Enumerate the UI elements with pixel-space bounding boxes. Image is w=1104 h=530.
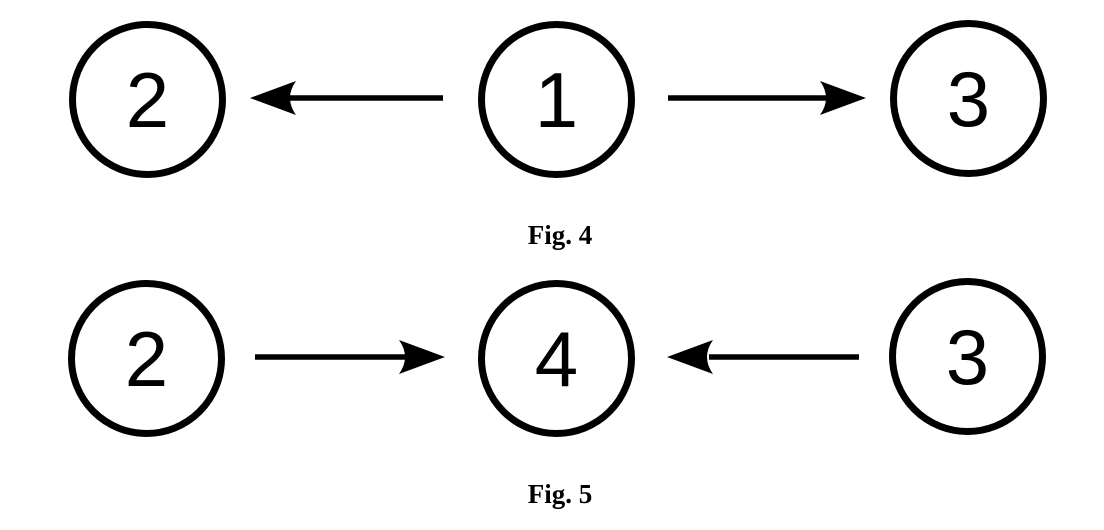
arrow-3-to-4 bbox=[667, 340, 859, 374]
fig4-node-1-label: 1 bbox=[534, 55, 579, 144]
arrow-1-to-2 bbox=[250, 81, 443, 115]
fig5-node-3: 3 bbox=[889, 278, 1046, 435]
fig5-node-2: 2 bbox=[68, 280, 225, 437]
arrow-1-to-3 bbox=[668, 81, 866, 115]
fig5-node-3-label: 3 bbox=[945, 312, 990, 401]
fig5-node-2-label: 2 bbox=[124, 314, 169, 403]
fig4-node-3-label: 3 bbox=[946, 54, 991, 143]
fig5-caption: Fig. 5 bbox=[527, 479, 593, 509]
arrow-2-to-4 bbox=[255, 340, 445, 374]
fig5-node-4-label: 4 bbox=[534, 314, 579, 403]
fig4-node-3: 3 bbox=[890, 20, 1047, 177]
fig4-node-2: 2 bbox=[69, 21, 226, 178]
fig5-node-4: 4 bbox=[478, 280, 635, 437]
fig4-caption: Fig. 4 bbox=[527, 220, 593, 250]
fig4-node-1: 1 bbox=[478, 21, 635, 178]
fig4-node-2-label: 2 bbox=[125, 55, 170, 144]
